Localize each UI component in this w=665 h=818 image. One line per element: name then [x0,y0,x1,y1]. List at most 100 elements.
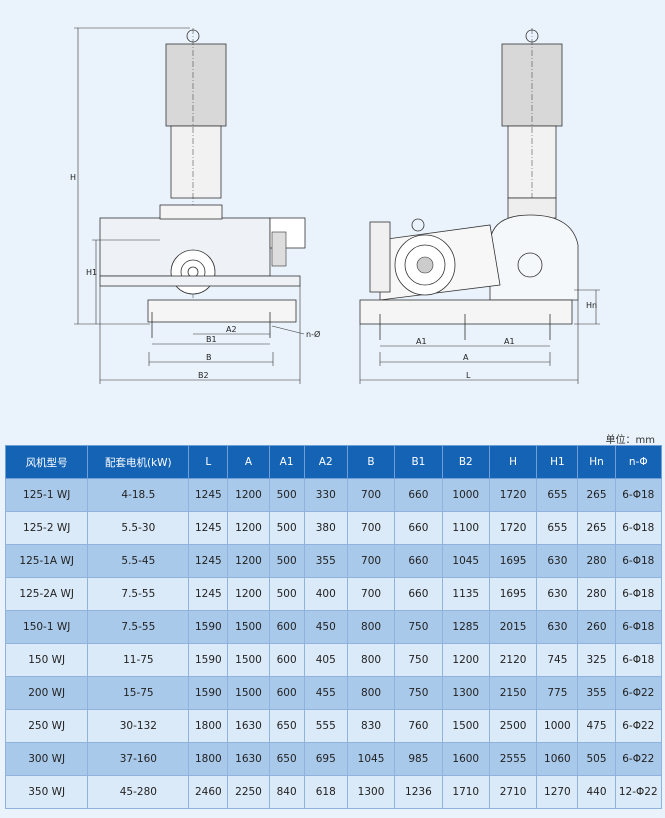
table-cell: 1600 [441,742,490,776]
table-cell: 405 [303,643,348,677]
table-cell: 6-Φ22 [614,709,663,743]
table-cell: 1630 [227,742,270,776]
column-header: 风机型号 [4,445,89,479]
dim-label-b: B [206,353,212,362]
table-cell: 440 [577,775,616,809]
table-cell: 655 [536,478,579,512]
table-cell: 660 [394,478,443,512]
table-cell: 6-Φ18 [614,610,663,644]
table-cell: 450 [303,610,348,644]
table-cell: 265 [577,478,616,512]
table-cell: 695 [303,742,348,776]
table-cell: 2250 [227,775,270,809]
table-cell: 1500 [227,610,270,644]
table-cell: 1720 [488,511,538,545]
table-cell: 830 [346,709,396,743]
table-cell: 1695 [488,577,538,611]
table-cell: 700 [346,544,396,578]
table-cell: 1500 [441,709,490,743]
dim-label-a1-right: A1 [504,337,515,346]
dim-label-a1-left: A1 [416,337,427,346]
table-cell: 2555 [488,742,538,776]
column-header: Hn [577,445,616,479]
table-cell: 1236 [394,775,443,809]
table-cell: 1245 [188,511,229,545]
table-cell: 650 [268,709,305,743]
table-cell: 745 [536,643,579,677]
table-cell: 630 [536,544,579,578]
table-cell: 2710 [488,775,538,809]
table-cell: 555 [303,709,348,743]
dim-label-l: L [466,371,471,380]
table-cell: 618 [303,775,348,809]
table-cell: 750 [394,676,443,710]
table-cell: 655 [536,511,579,545]
table-cell: 1710 [441,775,490,809]
table-cell: 475 [577,709,616,743]
table-cell: 350 WJ [4,775,89,809]
table-cell: 750 [394,643,443,677]
table-cell: 5.5-30 [87,511,190,545]
table-cell: 760 [394,709,443,743]
column-header: A2 [303,445,348,479]
column-header: n-Φ [614,445,663,479]
table-cell: 775 [536,676,579,710]
table-cell: 1695 [488,544,538,578]
table-cell: 1100 [441,511,490,545]
table-cell: 15-75 [87,676,190,710]
table-cell: 1200 [227,511,270,545]
table-cell: 400 [303,577,348,611]
table-cell: 150-1 WJ [4,610,89,644]
table-cell: 355 [577,676,616,710]
table-cell: 200 WJ [4,676,89,710]
table-cell: 840 [268,775,305,809]
column-header: H1 [536,445,579,479]
table-cell: 650 [268,742,305,776]
table-cell: 1270 [536,775,579,809]
table-cell: 1000 [536,709,579,743]
table-cell: 1135 [441,577,490,611]
table-cell: 660 [394,577,443,611]
table-cell: 6-Φ18 [614,478,663,512]
table-cell: 1200 [227,544,270,578]
table-cell: 500 [268,511,305,545]
table-cell: 500 [268,478,305,512]
table-cell: 1060 [536,742,579,776]
table-cell: 505 [577,742,616,776]
table-cell: 1300 [441,676,490,710]
table-cell: 800 [346,643,396,677]
table-cell: 1045 [346,742,396,776]
column-header: B1 [394,445,443,479]
table-cell: 5.5-45 [87,544,190,578]
table-cell: 6-Φ22 [614,742,663,776]
table-cell: 4-18.5 [87,478,190,512]
table-cell: 1245 [188,478,229,512]
table-cell: 2460 [188,775,229,809]
table-cell: 45-280 [87,775,190,809]
column-header: A [227,445,270,479]
table-cell: 125-1A WJ [4,544,89,578]
table-cell: 630 [536,577,579,611]
table-cell: 1245 [188,577,229,611]
table-cell: 600 [268,643,305,677]
column-header: B2 [441,445,490,479]
table-cell: 325 [577,643,616,677]
table-cell: 1200 [441,643,490,677]
table-cell: 6-Φ18 [614,577,663,611]
dim-label-b2: B2 [198,371,209,380]
table-cell: 250 WJ [4,709,89,743]
table-cell: 7.5-55 [87,610,190,644]
table-cell: 2120 [488,643,538,677]
table-cell: 600 [268,610,305,644]
table-cell: 6-Φ22 [614,676,663,710]
table-cell: 500 [268,577,305,611]
dim-label-a2: A2 [226,325,237,334]
